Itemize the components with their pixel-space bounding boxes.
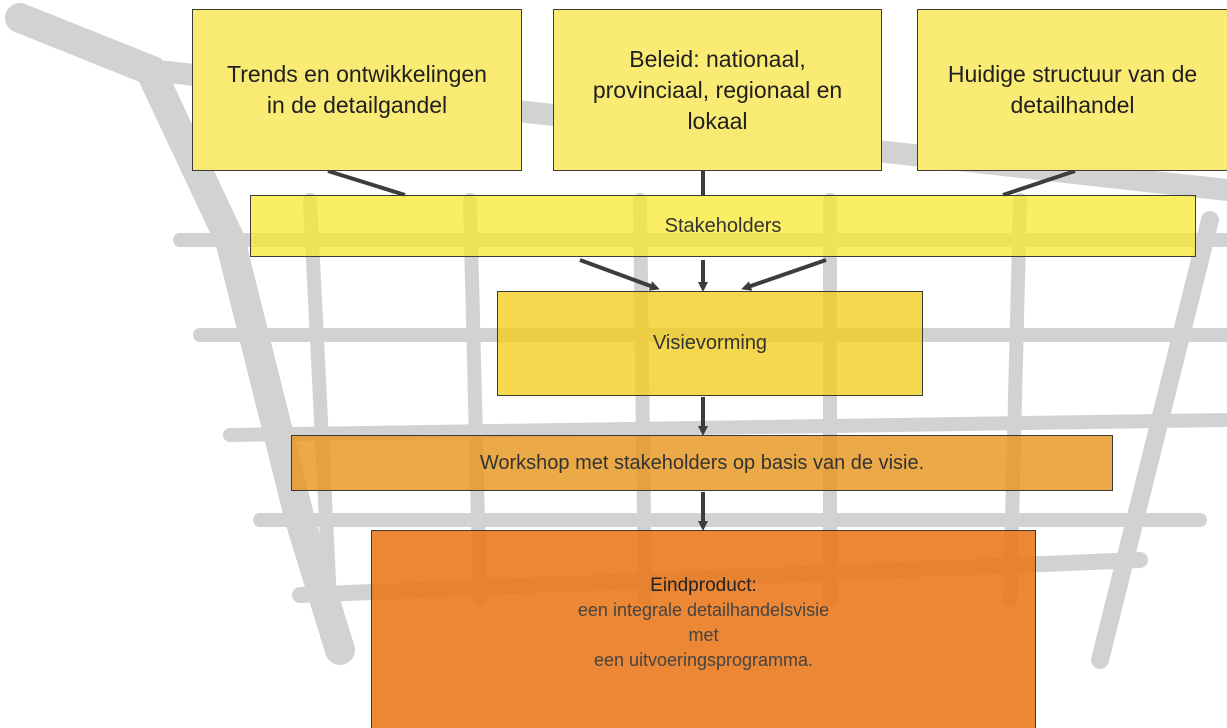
structuur-line-2: detailhandel: [1010, 92, 1135, 118]
workshop-label: Workshop met stakeholders op basis van d…: [479, 451, 925, 474]
structuur-box: Huidige structuur van de detailhandel: [917, 9, 1227, 171]
beleid-line-1: Beleid: nationaal,: [629, 45, 806, 72]
trends-box: Trends en ontwikkelingen in de detailgan…: [192, 9, 522, 171]
eindproduct-line-3: een uitvoeringsprogramma.: [593, 650, 814, 670]
eindproduct-line-2: met: [688, 625, 719, 645]
structuur-line-1: Huidige structuur van de: [947, 61, 1198, 87]
workshop-bar: Workshop met stakeholders op basis van d…: [291, 435, 1113, 491]
beleid-line-2: provinciaal, regionaal en: [592, 76, 843, 103]
trends-line-2: in de detailgandel: [266, 92, 448, 118]
visievorming-box: Visievorming: [497, 291, 923, 396]
arrow-to-visievorming-right: [741, 258, 827, 291]
eindproduct-title: Eindproduct:: [650, 575, 757, 596]
arrow-to-visievorming-left: [579, 258, 660, 291]
stakeholders-bar: Stakeholders: [250, 195, 1196, 257]
visievorming-label: Visievorming: [652, 332, 768, 354]
beleid-line-3: lokaal: [687, 107, 748, 134]
connector-structuur: [1002, 169, 1076, 197]
beleid-box: Beleid: nationaal, provinciaal, regionaa…: [553, 9, 882, 171]
eindproduct-line-1: een integrale detailhandelsvisie: [577, 600, 830, 620]
stakeholders-label: Stakeholders: [664, 214, 782, 237]
connector-trends: [327, 169, 406, 197]
trends-line-1: Trends en ontwikkelingen: [227, 61, 487, 87]
eindproduct-box: Eindproduct: een integrale detailhandels…: [371, 530, 1036, 728]
